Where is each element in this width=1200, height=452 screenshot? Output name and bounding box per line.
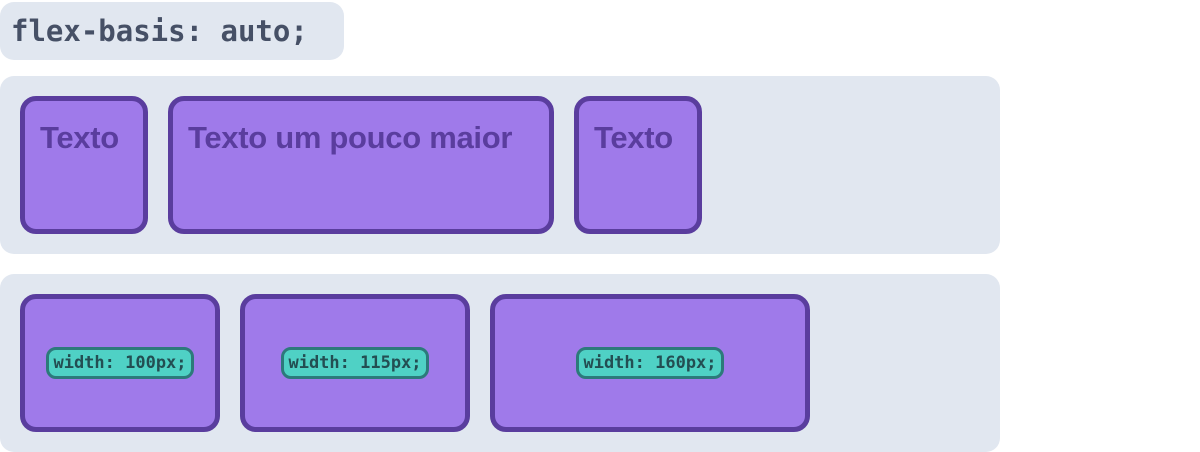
flex-item-3-text: Texto (594, 120, 673, 155)
css-property-label: flex-basis: auto; (0, 2, 344, 60)
flex-item-3: Texto (574, 96, 702, 234)
flex-container-width: width: 100px; width: 115px; width: 160px… (0, 274, 1000, 452)
width-label-3: width: 160px; (576, 347, 724, 379)
width-item-3: width: 160px; (490, 294, 810, 432)
width-label-1: width: 100px; (46, 347, 194, 379)
flex-item-2-text: Texto um pouco maior (188, 120, 513, 155)
flex-item-1: Texto (20, 96, 148, 234)
flex-item-1-text: Texto (40, 120, 119, 155)
width-item-2: width: 115px; (240, 294, 470, 432)
flex-item-2: Texto um pouco maior (168, 96, 554, 234)
width-label-2: width: 115px; (281, 347, 429, 379)
width-item-1: width: 100px; (20, 294, 220, 432)
flex-container-auto: Texto Texto um pouco maior Texto (0, 76, 1000, 254)
